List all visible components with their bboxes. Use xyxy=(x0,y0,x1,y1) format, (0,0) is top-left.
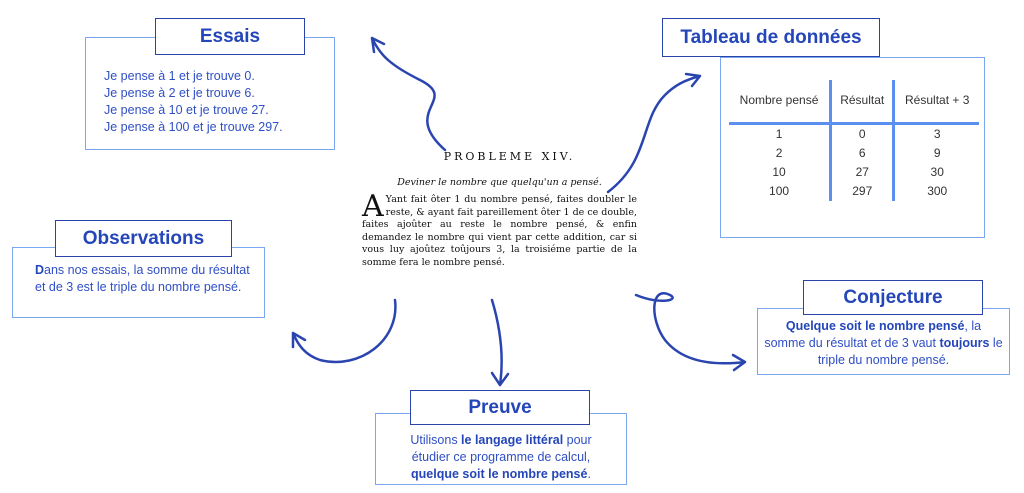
text: . xyxy=(587,467,591,481)
essais-title: Essais xyxy=(155,18,305,55)
cell: 297 xyxy=(829,182,894,201)
col-header: Nombre pensé xyxy=(729,80,831,125)
probleme-text: Yant fait ôter 1 du nombre pensé, faites… xyxy=(362,194,637,268)
observations-title: Observations xyxy=(55,220,232,257)
arrow-to-preuve xyxy=(490,298,510,387)
arrow-to-essais xyxy=(370,36,447,152)
cell: 300 xyxy=(892,182,979,201)
cell: 10 xyxy=(772,165,786,179)
cell: 3 xyxy=(892,123,979,144)
col-header: Résultat xyxy=(829,80,894,125)
bold-text: le langage littéral xyxy=(461,433,564,447)
cell: 6 xyxy=(829,144,894,163)
text: Utilisons xyxy=(410,433,462,447)
text: , la somme du résultat et de 3 vaut xyxy=(764,319,982,350)
col-header: Résultat + 3 xyxy=(892,80,979,125)
probleme-subtitle: Deviner le nombre que quelqu'un a pensé. xyxy=(397,177,602,188)
observations-box: Dans nos essais, la somme du résultat et… xyxy=(12,247,265,318)
preuve-box: Utilisons le langage littéral pour étudi… xyxy=(375,413,627,485)
arrow-to-conjecture xyxy=(634,292,747,372)
drop-letter: D xyxy=(35,263,45,277)
conjecture-title: Conjecture xyxy=(803,280,983,315)
conjecture-box: Quelque soit le nombre pensé, la somme d… xyxy=(757,308,1010,375)
bold-text: quelque soit le nombre pensé xyxy=(411,467,588,481)
text: le triple du nombre pensé. xyxy=(817,336,1003,367)
drop-cap: A xyxy=(362,189,384,224)
preuve-title: Preuve xyxy=(410,390,590,425)
essais-line: Je pense à 100 et je trouve 297. xyxy=(104,120,283,134)
cell: 9 xyxy=(892,144,979,163)
observations-text: ans nos essais, la somme du résultat et … xyxy=(35,263,250,294)
essais-line: Je pense à 10 et je trouve 27. xyxy=(104,103,269,117)
bold-text: Quelque soit le nombre pensé xyxy=(785,319,965,333)
arrow-to-tableau xyxy=(606,72,702,194)
cell: 2 xyxy=(775,146,783,160)
cell: 30 xyxy=(892,163,979,182)
cell: 27 xyxy=(829,163,894,182)
cell: 0 xyxy=(829,123,894,144)
essais-box: Je pense à 1 et je trouve 0. Je pense à … xyxy=(85,37,335,150)
bold-text: toujours xyxy=(939,336,990,350)
probleme-excerpt: PROBLEME XIV. Deviner le nombre que quel… xyxy=(362,150,637,269)
probleme-title: PROBLEME XIV. xyxy=(443,150,576,163)
cell: 1 xyxy=(775,127,783,141)
cell: 100 xyxy=(769,184,790,198)
tableau-title: Tableau de données xyxy=(662,18,880,57)
arrow-to-observations xyxy=(291,298,397,364)
essais-line: Je pense à 2 et je trouve 6. xyxy=(104,86,255,100)
essais-line: Je pense à 1 et je trouve 0. xyxy=(104,69,255,83)
text: pour étudier ce programme de calcul, xyxy=(411,433,592,464)
